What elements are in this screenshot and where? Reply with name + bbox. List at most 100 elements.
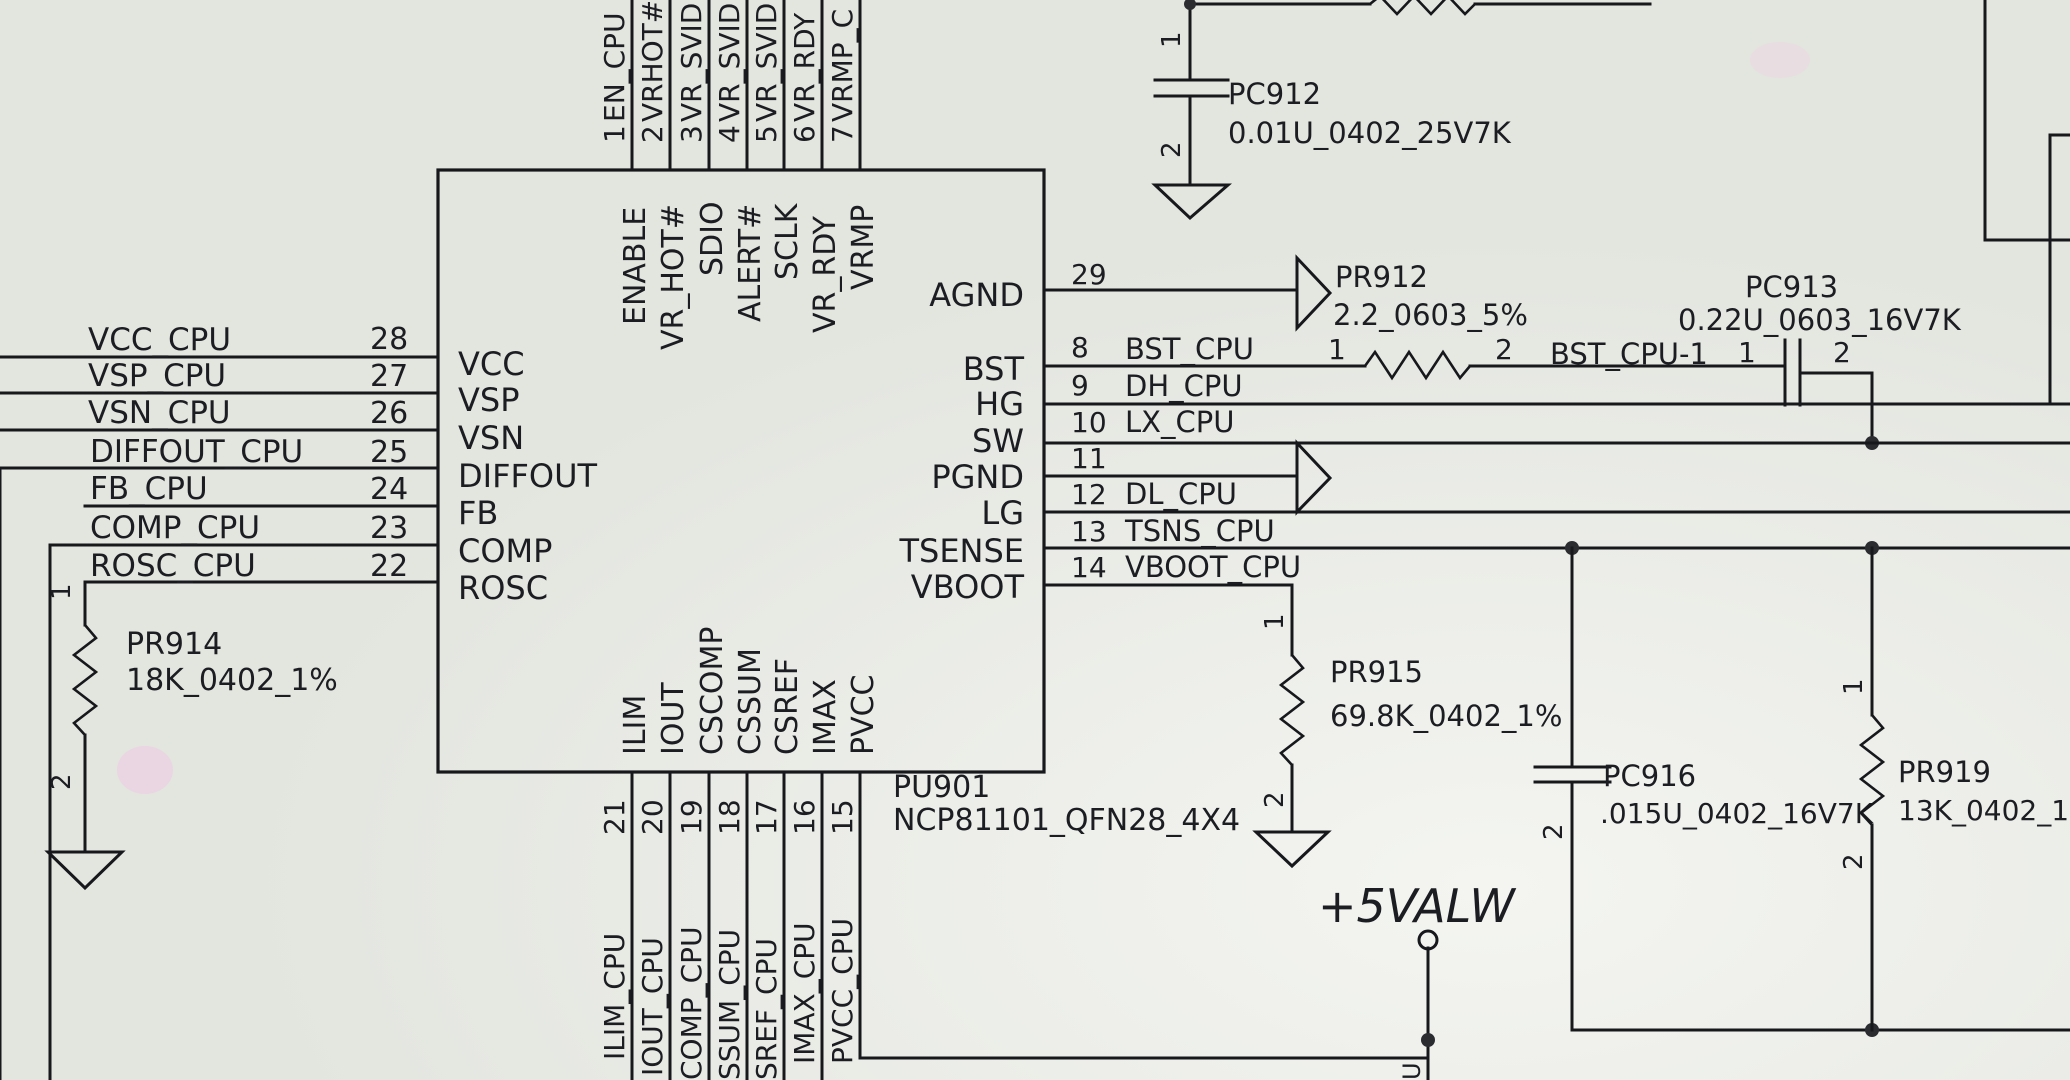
pc916-pin2: 2	[1539, 823, 1569, 840]
pin-name-pvcc: PVCC	[846, 674, 881, 755]
top-net-vrmp: VRMP_C	[826, 9, 859, 122]
top-net-vr-rdy: VR_RDY	[788, 12, 821, 122]
pin-name-imax: IMAX	[808, 679, 843, 755]
net-label-vcc-cpu: VCC_CPU	[88, 322, 231, 358]
screen-blemish	[117, 746, 173, 794]
net-label-comp-cpu: COMP_CPU	[90, 510, 260, 546]
pr919-pin2: 2	[1839, 853, 1869, 870]
pin-name-vsn: VSN	[458, 419, 524, 457]
pin-name-sw: SW	[972, 422, 1024, 460]
pr914-value: 18K_0402_1%	[126, 663, 338, 698]
pin-name-bst: BST	[963, 350, 1025, 388]
pc912-pin1: 1	[1157, 31, 1187, 48]
pc913-pin1: 1	[1738, 336, 1756, 369]
pin-number-27: 27	[370, 359, 408, 394]
bottom-pin-number-18: 18	[713, 799, 746, 835]
pin-name-hg: HG	[975, 385, 1024, 423]
screen-blemish	[1750, 42, 1810, 78]
top-pin-number-5: 5	[750, 125, 783, 143]
pin-name-enable: ENABLE	[618, 207, 653, 325]
pr912-refdes: PR912	[1335, 260, 1428, 294]
pin-name-sclk: SCLK	[770, 202, 805, 280]
gnd-triangle-agnd	[1295, 254, 1333, 332]
pin-number-25: 25	[370, 435, 408, 470]
pin-name-vr-hot: VR_HOT#	[656, 204, 691, 350]
pin-name-sdio: SDIO	[695, 201, 730, 276]
pin-name-pgnd: PGND	[931, 458, 1024, 496]
pin-name-lg: LG	[981, 494, 1024, 532]
net-label-vsn-cpu: VSN_CPU	[88, 395, 231, 431]
power-pin-letter: U	[1398, 1062, 1426, 1080]
pr914-pin2: 2	[47, 773, 77, 790]
pin-name-vsp: VSP	[458, 381, 520, 419]
resistor-pr919: 1 2 PR919 13K_0402_1%	[1839, 546, 2070, 1032]
net-bst-cpu: BST_CPU	[1125, 332, 1254, 366]
pr912-value: 2.2_0603_5%	[1333, 298, 1528, 332]
right-nets: 29 PR912 2.2_0603_5% 8 BST_CPU 1 2 BST_C…	[1042, 0, 2070, 1037]
pc912-pin2: 2	[1157, 141, 1187, 158]
pin-name-vcc: VCC	[458, 345, 525, 383]
top-pin-number-3: 3	[675, 125, 708, 143]
bottom-pin-number-20: 20	[636, 799, 669, 835]
pin-name-alert: ALERT#	[733, 204, 768, 322]
bottom-pin-number-15: 15	[826, 799, 859, 835]
power-pin-circle	[1417, 929, 1439, 951]
pin-number-29: 29	[1071, 258, 1107, 291]
pin-name-tsense: TSENSE	[898, 532, 1024, 570]
pin-number-24: 24	[370, 472, 408, 507]
pin-number-22: 22	[370, 549, 408, 584]
resistor-zigzag	[71, 624, 99, 736]
ic-refdes: PU901	[893, 770, 990, 805]
net-vboot-cpu: VBOOT_CPU	[1125, 550, 1301, 584]
pin-number-11: 11	[1071, 442, 1107, 475]
net-label-fb-cpu: FB_CPU	[90, 471, 208, 507]
pc912-refdes: PC912	[1228, 77, 1321, 111]
bottom-net-ssum-cpu: SSUM_CPU	[713, 929, 746, 1080]
pin-name-vr-rdy: VR_RDY	[808, 215, 843, 333]
pin-name-cssum: CSSUM	[733, 648, 768, 755]
pc912-value: 0.01U_0402_25V7K	[1228, 116, 1512, 150]
pr915-refdes: PR915	[1330, 655, 1423, 689]
pin-number-14: 14	[1071, 551, 1107, 584]
pr915-pin2: 2	[1260, 791, 1290, 808]
top-pin-number-1: 1	[598, 125, 631, 143]
pin-number-9: 9	[1071, 369, 1089, 402]
resistor-top	[1369, 0, 1476, 16]
top-net-en-cpu: EN_CPU	[598, 12, 631, 122]
pin-number-13: 13	[1071, 515, 1107, 548]
left-nets: VCC_CPU VSP_CPU VSN_CPU DIFFOUT_CPU FB_C…	[0, 322, 440, 1080]
pin-name-csref: CSREF	[770, 658, 805, 755]
pr919-refdes: PR919	[1898, 755, 1991, 789]
pin-name-comp: COMP	[458, 532, 552, 570]
bottom-pin-number-19: 19	[675, 799, 708, 835]
pc913-refdes: PC913	[1745, 270, 1838, 304]
pc913-value: 0.22U_0603_16V7K	[1678, 303, 1962, 337]
bottom-net-comp-cpu: COMP_CPU	[675, 926, 708, 1080]
resistor-zigzag	[1278, 654, 1306, 766]
pin-name-ilim: ILIM	[618, 695, 653, 755]
ic-part-number: NCP81101_QFN28_4X4	[893, 803, 1240, 838]
pc913-pin2: 2	[1833, 336, 1851, 369]
net-lx-cpu: LX_CPU	[1125, 405, 1235, 439]
pin-name-rosc: ROSC	[458, 569, 548, 607]
net-bst-cpu-1: BST_CPU-1	[1550, 337, 1708, 371]
top-pin-number-7: 7	[826, 125, 859, 143]
power-5valw: +5VALW U	[1318, 879, 1516, 1080]
pr914-refdes: PR914	[126, 627, 222, 662]
top-net-svid-2: VR_SVID	[713, 3, 746, 122]
resistor-pr914: 1 2 PR914 18K_0402_1%	[44, 580, 338, 891]
pin-name-agnd: AGND	[929, 276, 1024, 314]
bottom-net-imax-cpu: IMAX_CPU	[788, 922, 821, 1064]
pin-number-8: 8	[1071, 331, 1089, 364]
top-net-svid-3: VR_SVID	[750, 3, 783, 122]
pin-name-cscomp: CSCOMP	[695, 626, 730, 755]
bottom-pin-number-21: 21	[598, 799, 631, 835]
pin-name-diffout: DIFFOUT	[458, 457, 598, 495]
pin-number-26: 26	[370, 396, 408, 431]
pr915-value: 69.8K_0402_1%	[1330, 699, 1562, 733]
top-nets: 1 2 3 4 5 6 7 EN_CPU VRHOT# VR_SVID VR_S…	[598, 0, 862, 172]
bottom-net-pvcc-cpu: PVCC_CPU	[826, 918, 859, 1064]
bst-resistor-pin2: 2	[1495, 333, 1513, 366]
ic-body	[436, 168, 1046, 774]
